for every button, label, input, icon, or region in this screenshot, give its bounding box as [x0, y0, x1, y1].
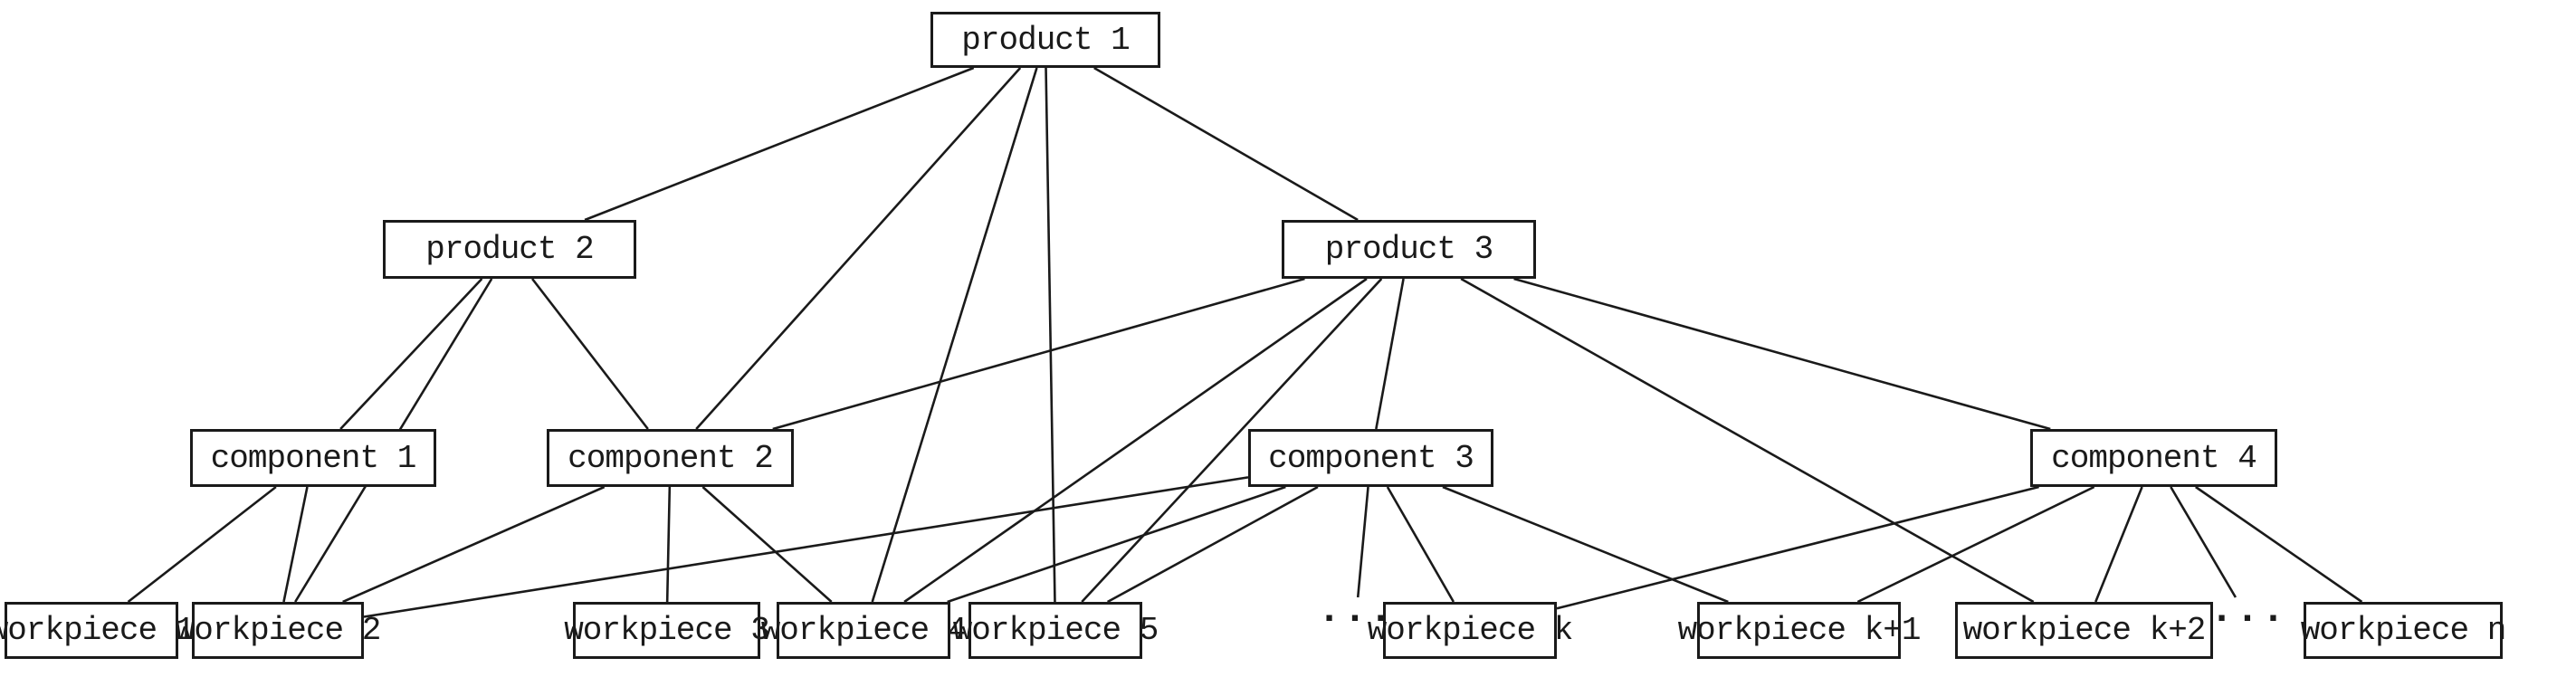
- edge-component1-workpiece1: [127, 485, 277, 604]
- edge-product1-workpiece4: [871, 67, 1038, 603]
- edge-component3-workpieceK: [1386, 486, 1455, 603]
- node-workpiece3: workpiece 3: [564, 602, 770, 659]
- edge-product3-workpiece5: [1081, 278, 1383, 603]
- edge-component2-workpiece2: [342, 485, 606, 604]
- node-product2: product 2: [383, 220, 636, 279]
- node-workpieceK1: workpiece k+1: [1678, 602, 1921, 659]
- edge-component3-dots1: [1356, 486, 1369, 598]
- edge-component1-workpiece2: [282, 486, 309, 603]
- edge-product1-product3: [1093, 66, 1359, 222]
- edge-product3-workpiece4: [903, 277, 1368, 604]
- edge-product2-component1: [339, 278, 483, 430]
- node-component2: component 2: [547, 429, 794, 487]
- node-component3: component 3: [1248, 429, 1493, 487]
- edge-component4-workpieceK1: [1856, 485, 2095, 604]
- node-workpiece2: workpiece 2: [176, 602, 381, 659]
- edge-product1-component2: [695, 67, 1022, 430]
- node-workpieceK: workpiece k: [1368, 602, 1573, 659]
- node-dots2: ···: [2209, 596, 2287, 642]
- edge-component2-workpiece4: [701, 486, 833, 603]
- edge-product3-component4: [1513, 277, 2051, 431]
- edge-component4-workpieceK2: [2094, 486, 2143, 603]
- edge-component4-workpieceN: [2195, 485, 2363, 604]
- node-workpieceN: workpiece n: [2301, 602, 2506, 659]
- node-workpiece5: workpiece 5: [953, 602, 1159, 659]
- node-workpieceK2: workpiece k+2: [1955, 602, 2213, 659]
- edge-product2-component2: [530, 278, 649, 430]
- node-component1: component 1: [190, 429, 436, 487]
- edge-product1-product2: [584, 66, 975, 222]
- edge-component3-workpieceK1: [1442, 485, 1729, 604]
- node-workpiece4: workpiece 4: [761, 602, 967, 659]
- node-product3: product 3: [1282, 220, 1536, 279]
- edge-product3-component2: [772, 277, 1305, 431]
- edge-component2-workpiece3: [665, 486, 672, 603]
- edge-component3-workpiece2: [363, 476, 1249, 618]
- edge-product3-workpieceK2: [1460, 277, 2035, 604]
- edge-component3-workpiece5: [1107, 485, 1319, 604]
- node-product1: product 1: [930, 12, 1160, 68]
- edge-product3-component3: [1375, 278, 1405, 430]
- edge-component4-workpieceK: [1556, 485, 2039, 610]
- node-workpiece1: workpiece 1: [0, 602, 195, 659]
- edge-component3-workpiece4: [947, 485, 1286, 604]
- edge-component4-dots2: [2170, 486, 2237, 598]
- node-component4: component 4: [2030, 429, 2277, 487]
- edge-product1-workpiece5: [1045, 67, 1056, 603]
